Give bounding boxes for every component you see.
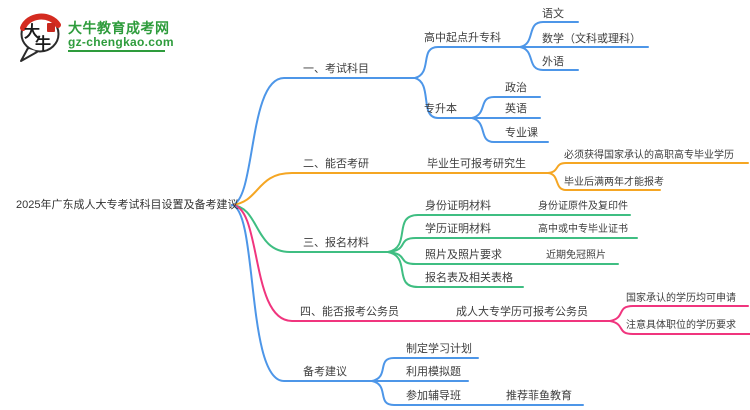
svg-text:牛: 牛: [35, 34, 51, 53]
node-highschool-to-college: 高中起点升专科: [424, 32, 501, 44]
logo-title: 大牛教育成考网: [68, 20, 170, 36]
node-highschool-diploma: 高中或中专毕业证书: [538, 224, 628, 235]
node-politics: 政治: [505, 82, 527, 94]
node-recent-bareheaded-photo: 近期免冠照片: [546, 250, 606, 261]
node-mock-exams: 利用模拟题: [406, 366, 461, 378]
node-state-recognized-diploma-required: 必须获得国家承认的高职高专毕业学历: [564, 150, 734, 161]
branch-exam-subjects: 一、考试科目: [303, 63, 369, 75]
node-foreign-language: 外语: [542, 56, 564, 68]
node-id-original-copy: 身份证原件及复印件: [538, 201, 628, 212]
node-feiyu-education: 推荐菲鱼教育: [506, 390, 572, 402]
branch-postgraduate-eligibility: 二、能否考研: [303, 158, 369, 170]
node-chinese: 语文: [542, 8, 564, 20]
svg-text:大: 大: [24, 22, 40, 41]
node-photo-requirements: 照片及照片要求: [425, 249, 502, 261]
logo-url: gz-chengkao.com: [68, 35, 174, 49]
dainiu-bubble-icon: 大 牛: [20, 13, 61, 62]
root-topic: 2025年广东成人大专考试科目设置及备考建议: [16, 199, 239, 211]
node-identity-materials: 身份证明材料: [425, 200, 491, 212]
node-tutoring-class: 参加辅导班: [406, 390, 461, 402]
node-major-course: 专业课: [505, 127, 538, 139]
node-college-upgrade: 专升本: [424, 103, 457, 115]
node-adult-diploma-civil-service: 成人大专学历可报考公务员: [456, 306, 588, 318]
node-state-recognized-apply: 国家承认的学历均可申请: [626, 293, 736, 304]
node-registration-forms: 报名表及相关表格: [425, 272, 513, 284]
branch-registration-materials: 三、报名材料: [303, 237, 369, 249]
site-logo: 大 牛 大牛教育成考网 gz-chengkao.com: [18, 8, 238, 66]
node-position-requirements: 注意具体职位的学历要求: [626, 320, 736, 331]
branch-civil-service-eligibility: 四、能否报考公务员: [300, 306, 399, 318]
node-study-plan: 制定学习计划: [406, 343, 472, 355]
logo-underline: [68, 50, 165, 52]
node-graduates-can-apply: 毕业生可报考研究生: [427, 158, 526, 170]
node-two-years-after-graduation: 毕业后满两年才能报考: [564, 177, 664, 188]
node-education-materials: 学历证明材料: [425, 223, 491, 235]
node-english: 英语: [505, 103, 527, 115]
node-math: 数学（文科或理科）: [542, 33, 641, 45]
branch-preparation-advice: 备考建议: [303, 366, 347, 378]
